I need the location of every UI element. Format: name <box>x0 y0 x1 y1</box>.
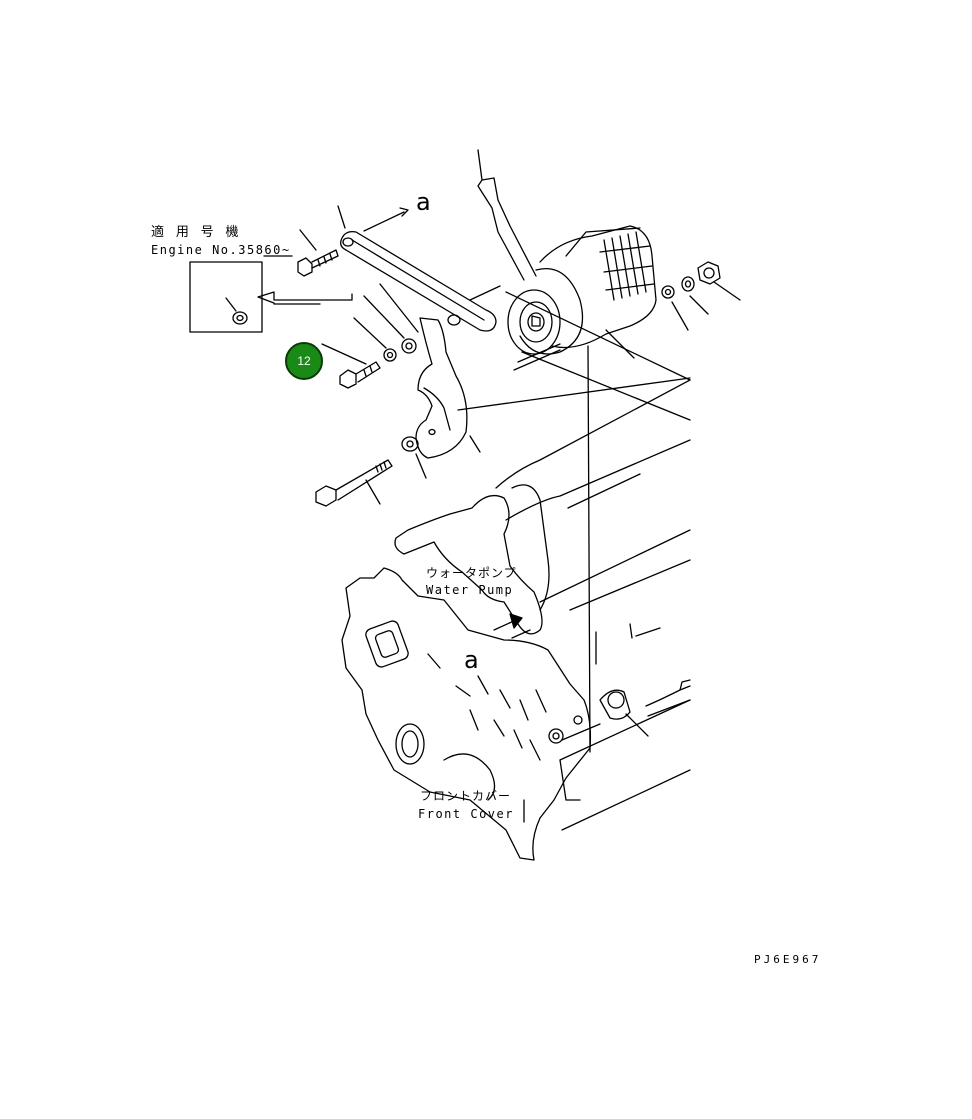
alternator <box>477 149 691 421</box>
water-pump-label-jp: ウォータポンプ <box>426 566 517 580</box>
water-pump-label-en: Water Pump <box>426 583 514 597</box>
mounting-bracket <box>415 317 481 459</box>
arrow-reference-top: a <box>416 188 431 216</box>
arrow-reference-bottom: a <box>464 646 479 674</box>
engine-front-cover <box>341 285 691 861</box>
bolt-12 <box>321 343 381 389</box>
long-bolt <box>315 436 427 507</box>
applicable-engine-label: Engine No.35860~ <box>151 243 291 257</box>
drawing-code: PJ6E967 <box>754 953 822 966</box>
adjust-link-plate <box>337 205 497 332</box>
bolt-upper-left <box>297 229 339 277</box>
part-callout-12[interactable]: 12 <box>285 342 323 380</box>
inset-arrow <box>257 291 353 305</box>
front-cover-label-en: Front Cover <box>418 807 514 821</box>
washers-bracket <box>353 283 419 362</box>
nut-washers-right <box>661 261 741 331</box>
front-cover-label-jp: フロントカバー <box>420 789 512 803</box>
inset-box <box>189 255 293 333</box>
applicable-label-jp: 適 用 号 機 <box>151 225 241 240</box>
